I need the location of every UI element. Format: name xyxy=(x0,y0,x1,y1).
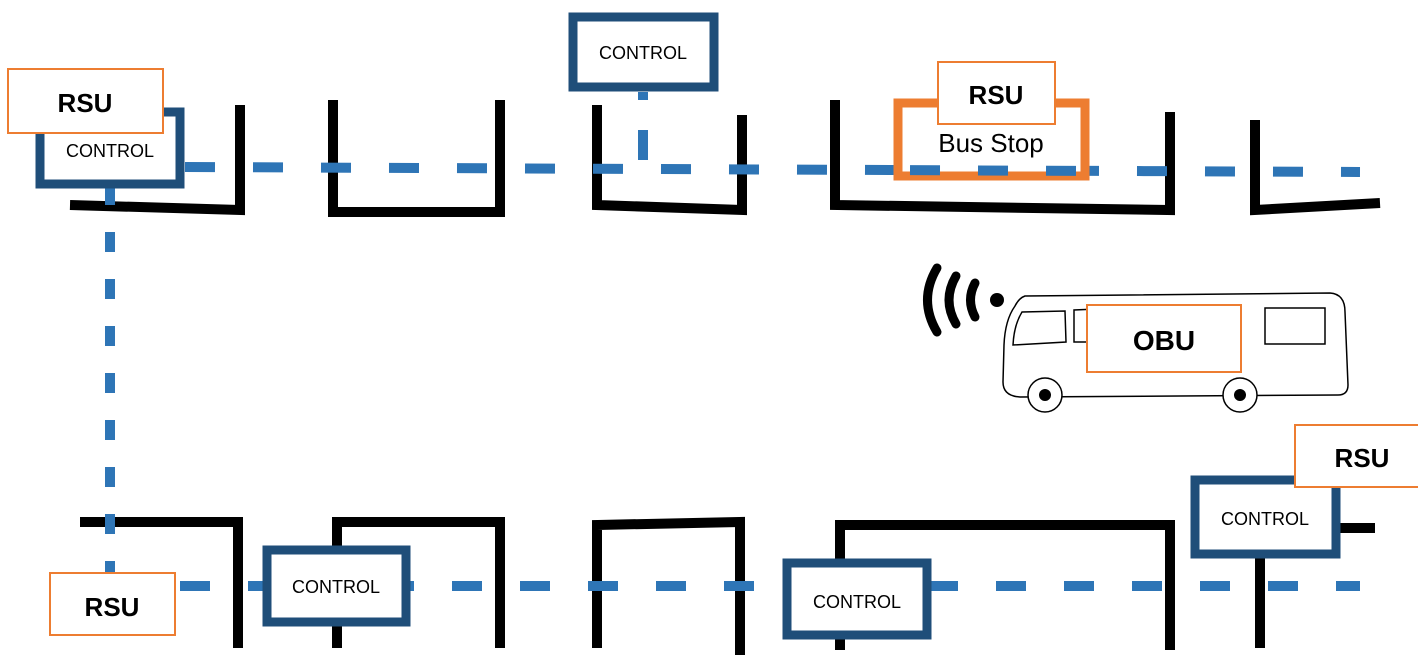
control-node: CONTROL xyxy=(1190,475,1341,559)
wireless-signal-icon xyxy=(923,263,1004,337)
bus-wheel xyxy=(1222,377,1258,413)
control-node: CONTROL xyxy=(568,12,719,92)
rsu-node: RSU xyxy=(7,68,164,134)
rsu-nodes: RSU RSU RSU RSU xyxy=(7,61,1418,636)
road-edge xyxy=(592,105,747,216)
control-label: CONTROL xyxy=(599,43,687,63)
road-edge xyxy=(1250,120,1381,216)
road-edge xyxy=(80,517,243,648)
bus-wheel xyxy=(1027,377,1063,413)
obu-label: OBU xyxy=(1133,325,1195,356)
road-edge xyxy=(69,105,245,216)
road-edge xyxy=(328,100,505,217)
rsu-label: RSU xyxy=(58,88,113,118)
control-node: CONTROL xyxy=(262,545,411,627)
control-node: CONTROL xyxy=(782,558,932,640)
control-label: CONTROL xyxy=(1221,509,1309,529)
obu-node: OBU xyxy=(1086,304,1242,373)
control-label: CONTROL xyxy=(813,592,901,612)
road-edge xyxy=(830,100,1175,216)
network-link xyxy=(184,162,1361,177)
rsu-label: RSU xyxy=(1335,443,1390,473)
control-label: CONTROL xyxy=(66,141,154,161)
bus-stop-label: Bus Stop xyxy=(938,128,1044,158)
rsu-label: RSU xyxy=(85,592,140,622)
rsu-node: RSU xyxy=(1294,424,1418,488)
control-label: CONTROL xyxy=(292,577,380,597)
network-links xyxy=(105,92,1361,591)
bus-icon: OBU xyxy=(1002,292,1349,413)
network-link xyxy=(889,165,1091,176)
rsu-node: RSU xyxy=(49,572,176,636)
rsu-node: RSU xyxy=(937,61,1056,125)
rsu-label: RSU xyxy=(969,80,1024,110)
